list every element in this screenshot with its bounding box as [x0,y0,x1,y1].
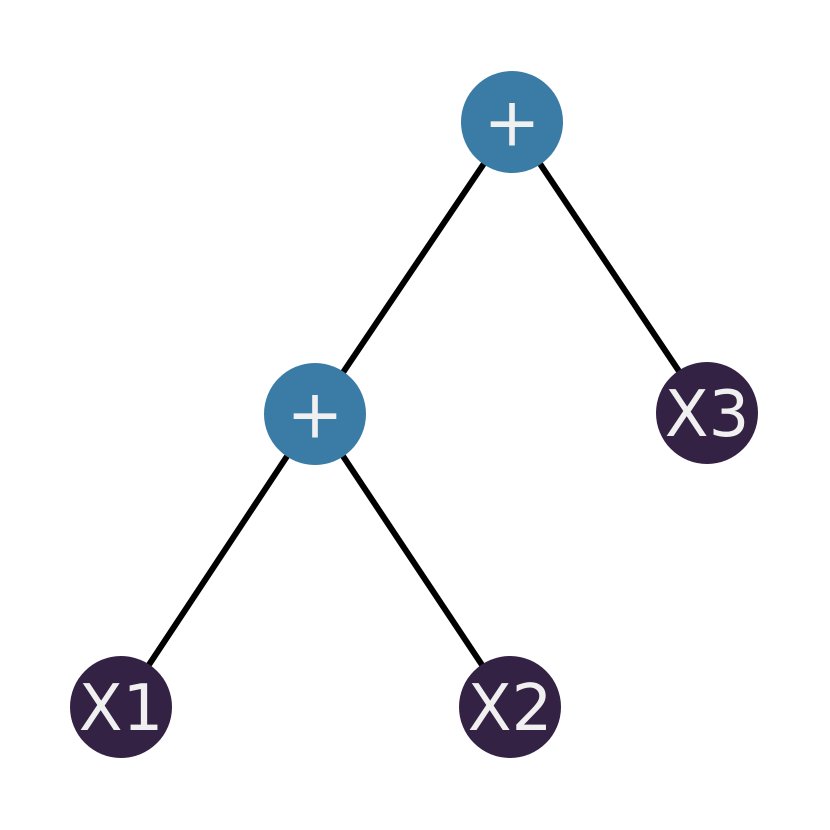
tree-node-terminal-x3[interactable]: X3 [656,362,758,464]
tree-node-terminal-x1[interactable]: X1 [70,656,172,758]
tree-node-inner-plus[interactable]: + [264,363,366,465]
tree-edge-inner-plus-to-terminal-x1 [118,412,318,709]
tree-node-root-plus[interactable]: + [461,71,563,173]
node-circle-inner-plus[interactable] [264,363,366,465]
tree-edge-inner-plus-to-terminal-x2 [312,412,513,709]
tree-edge-root-plus-to-inner-plus [312,120,515,416]
tree-node-terminal-x2[interactable]: X2 [459,656,561,758]
tree-edge-root-plus-to-terminal-x3 [509,120,710,415]
node-circle-root-plus[interactable] [461,71,563,173]
node-circle-terminal-x1[interactable] [70,656,172,758]
edges-layer [118,120,710,709]
node-circle-terminal-x2[interactable] [459,656,561,758]
node-circle-terminal-x3[interactable] [656,362,758,464]
